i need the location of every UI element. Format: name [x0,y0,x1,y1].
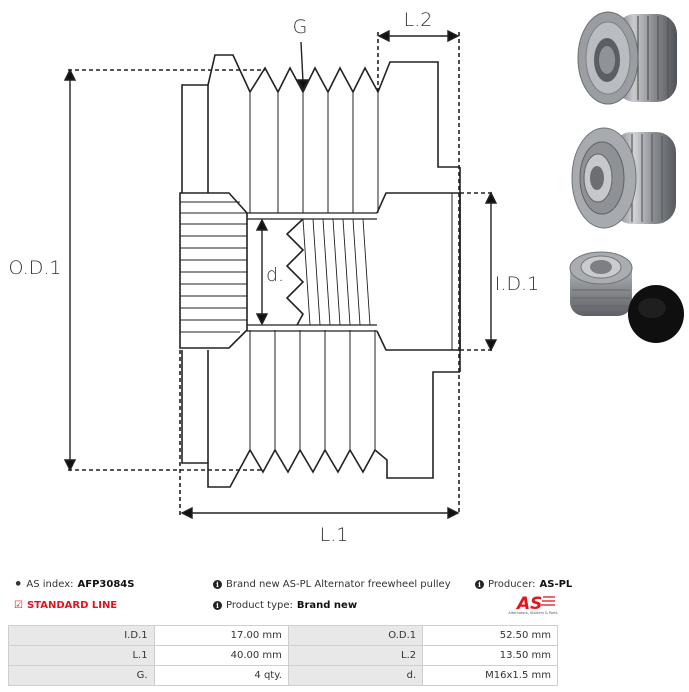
photo-pulley-rear [571,127,676,229]
id1-arrow [484,191,498,352]
right-hub [376,192,461,351]
checkbox-checked-icon: ☑ [14,600,23,611]
od1-arrow [63,68,77,472]
as-index-value: AFP3084S [77,579,135,590]
rib-lines [249,92,379,450]
id1-label: I.D.1 [495,273,539,295]
spec-label: G. [8,665,155,686]
upper-groove-profile [207,54,460,168]
left-flange [181,84,209,193]
spec-value: 4 qty. [153,665,289,686]
standard-line-label: STANDARD LINE [26,600,118,611]
tag-icon: ⚫ [14,579,23,590]
description-text: Brand new AS-PL Alternator freewheel pul… [226,579,451,590]
as-pl-logo: AS Alternators, Starters & Parts [505,593,561,619]
bore [247,212,377,332]
spec-value: M16x1.5 mm [422,665,558,686]
spec-value: 40.00 mm [153,645,289,666]
as-logo-mark: AS [515,594,555,614]
standard-line: ☑ STANDARD LINE [14,600,117,611]
spec-label: O.D.1 [287,625,424,646]
product-type: i Product type: Brand new [213,600,357,611]
as-index-label: AS index: [26,579,74,590]
logo-tagline: Alternators, Starters & Parts [508,611,558,615]
thread-lines [302,218,371,326]
spec-value: 52.50 mm [422,625,558,646]
producer-value: AS-PL [539,579,573,590]
left-flange-bottom [181,350,209,464]
groove-label: G [293,16,308,38]
producer-label: Producer: [488,579,536,590]
product-type-value: Brand new [296,600,358,611]
d-label: d. [266,264,284,286]
as-index: ⚫ AS index: AFP3084S [14,579,134,590]
photo-pulley-front [577,11,677,105]
l1-arrow [180,506,460,520]
info-icon: i [213,601,222,610]
photo-pulley-with-cap [569,251,684,343]
extension-lines [68,32,492,515]
spec-value: 13.50 mm [422,645,558,666]
spec-label: I.D.1 [8,625,155,646]
description: i Brand new AS-PL Alternator freewheel p… [213,579,451,590]
spec-label: d. [287,665,424,686]
g-arrow [296,41,310,92]
spec-row: G.4 qty.d.M16x1.5 mm [8,665,558,686]
spec-label: L.2 [287,645,424,666]
l1-label: L.1 [320,524,349,546]
left-hub [179,192,248,349]
l2-label: L.2 [404,9,433,31]
internal-thread [285,218,305,326]
spec-label: L.1 [8,645,155,666]
producer: i Producer: AS-PL [475,579,572,590]
pulley-technical-drawing: G L.2 O.D.1 d. I.D.1 L.1 [9,9,540,546]
spec-value: 17.00 mm [153,625,289,646]
hub-splines [180,201,247,333]
product-type-label: Product type: [226,600,293,611]
d-arrow [255,218,269,326]
logo-text: AS [515,594,542,611]
od1-label: O.D.1 [9,257,62,279]
info-icon: i [213,580,222,589]
info-icon: i [475,580,484,589]
l2-arrow [377,29,460,43]
